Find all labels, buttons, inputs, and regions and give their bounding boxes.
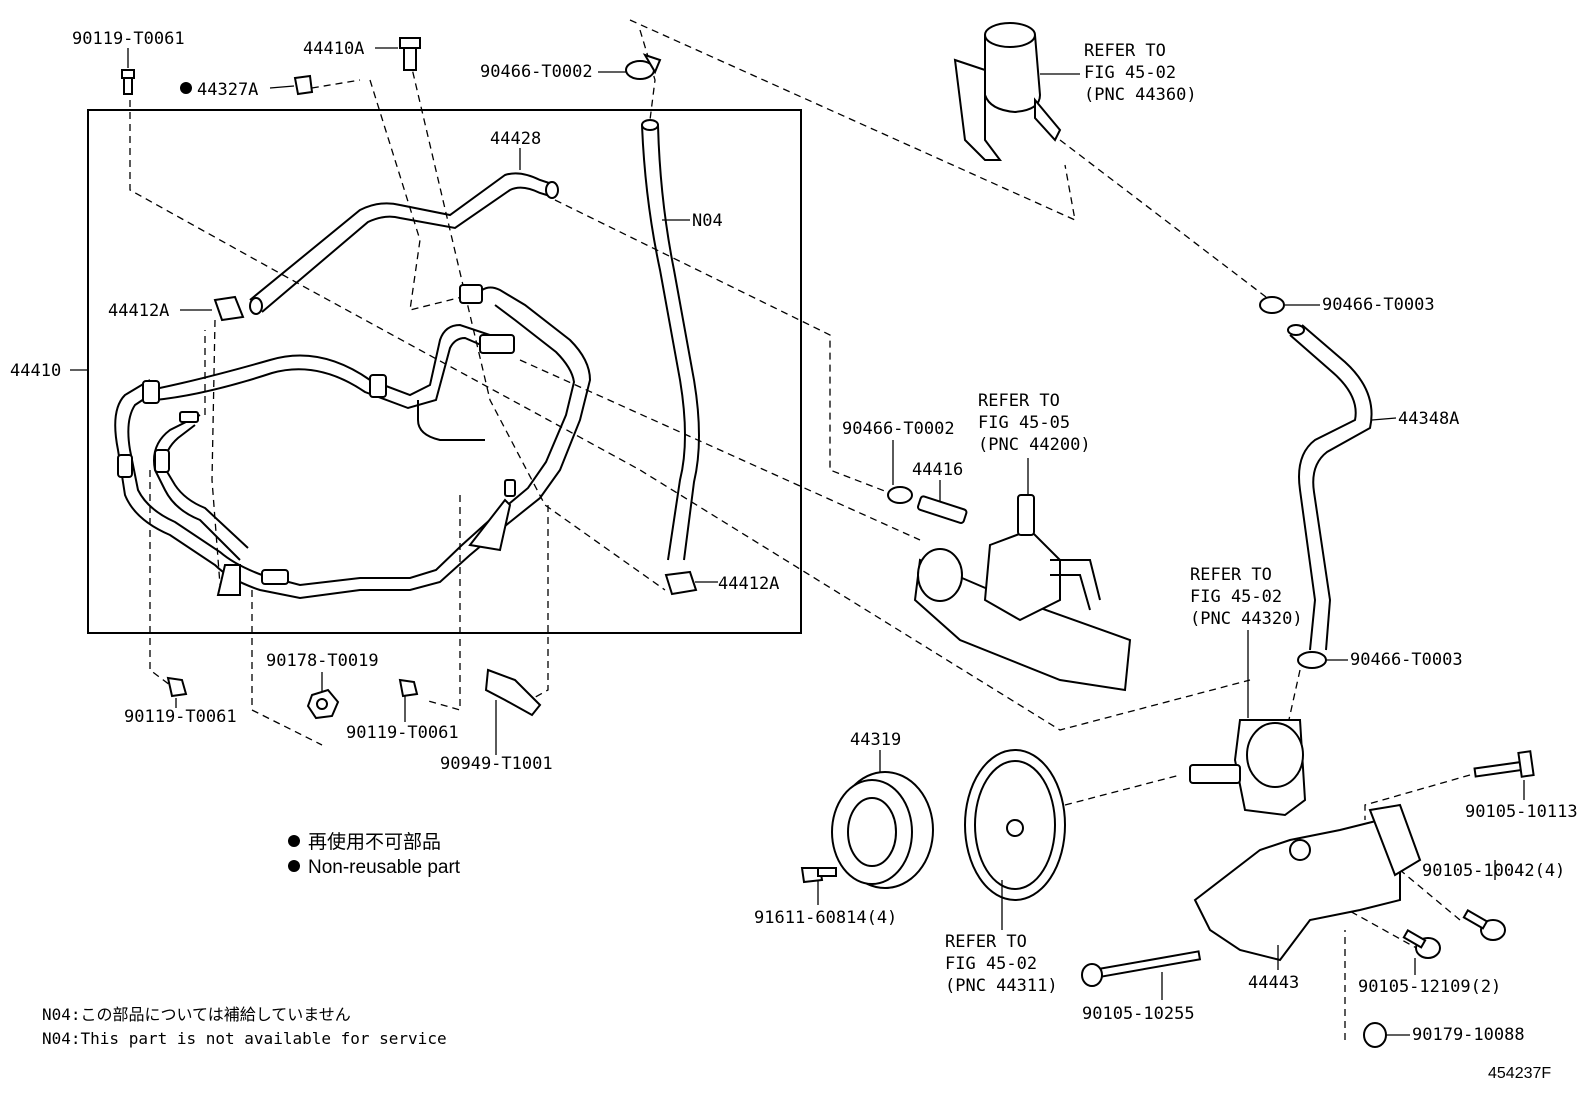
legend-en: Non-reusable part bbox=[308, 857, 461, 878]
label-90178-T0019: 90178-T0019 bbox=[266, 651, 379, 671]
svg-text:REFER TO: REFER TO bbox=[1084, 41, 1166, 61]
svg-text:FIG 45-02: FIG 45-02 bbox=[1084, 63, 1176, 83]
clip-90949-T1001 bbox=[484, 668, 542, 717]
label-90105-10042: 90105-10042(4) bbox=[1422, 861, 1565, 881]
reservoir-illustration bbox=[953, 22, 1062, 161]
label-90179-10088: 90179-10088 bbox=[1412, 1025, 1525, 1045]
bolt-90105-10255 bbox=[1081, 950, 1202, 987]
assembly-box-44410 bbox=[87, 109, 802, 634]
label-90105-10113: 90105-10113 bbox=[1465, 802, 1578, 822]
clip-44327A bbox=[293, 74, 314, 96]
svg-text:(PNC 44360): (PNC 44360) bbox=[1084, 85, 1197, 105]
clamp-90466-T0002-mid bbox=[887, 486, 913, 504]
nonreusable-mark-44327A bbox=[180, 82, 192, 94]
svg-text:FIG 45-05: FIG 45-05 bbox=[978, 413, 1070, 433]
label-90949-T1001: 90949-T1001 bbox=[440, 754, 553, 774]
refer-fig-45-02-pnc-44360: REFER TO FIG 45-02 (PNC 44360) bbox=[1084, 41, 1197, 105]
label-91611-60814: 91611-60814(4) bbox=[754, 908, 897, 928]
note-en: N04:This part is not available for servi… bbox=[42, 1029, 447, 1048]
label-44412A-left: 44412A bbox=[108, 301, 169, 321]
legend-bullet-jp bbox=[288, 835, 300, 847]
svg-text:REFER TO: REFER TO bbox=[945, 932, 1027, 952]
label-44410A: 44410A bbox=[303, 39, 364, 59]
nut-90179-10088 bbox=[1363, 1022, 1387, 1048]
label-44412A-right: 44412A bbox=[718, 574, 779, 594]
svg-text:(PNC 44200): (PNC 44200) bbox=[978, 435, 1091, 455]
pressure-tube-assembly bbox=[114, 172, 592, 600]
leader-lines bbox=[70, 47, 1525, 1036]
refer-fig-45-02-pnc-44311: REFER TO FIG 45-02 (PNC 44311) bbox=[945, 932, 1058, 996]
bolt-90105-12109 bbox=[1402, 929, 1441, 959]
pump-illustration bbox=[1189, 719, 1307, 817]
label-44327A: 44327A bbox=[197, 80, 258, 100]
legend: 再使用不可部品 Non-reusable part bbox=[288, 831, 461, 878]
svg-text:(PNC 44311): (PNC 44311) bbox=[945, 976, 1058, 996]
bolt-44410A bbox=[399, 37, 421, 71]
label-90466-T0002-top: 90466-T0002 bbox=[480, 62, 593, 82]
figure-id: 454237F bbox=[1488, 1065, 1551, 1082]
svg-text:(PNC 44320): (PNC 44320) bbox=[1190, 609, 1303, 629]
bolt-90105-10113 bbox=[1473, 750, 1535, 778]
clamp-90466-T0003-bottom bbox=[1297, 651, 1327, 669]
svg-text:FIG 45-02: FIG 45-02 bbox=[945, 954, 1037, 974]
svg-text:REFER TO: REFER TO bbox=[978, 391, 1060, 411]
label-44319: 44319 bbox=[850, 730, 901, 750]
label-90105-12109: 90105-12109(2) bbox=[1358, 977, 1501, 997]
label-44416: 44416 bbox=[912, 460, 963, 480]
legend-jp: 再使用不可部品 bbox=[308, 831, 441, 853]
svg-text:FIG 45-02: FIG 45-02 bbox=[1190, 587, 1282, 607]
clip-44412A-left bbox=[213, 295, 245, 322]
svg-text:REFER TO: REFER TO bbox=[1190, 565, 1272, 585]
label-44348A: 44348A bbox=[1398, 409, 1459, 429]
bolt-90119-T0061-left bbox=[166, 676, 188, 698]
clamp-90466-T0003-top bbox=[1259, 296, 1285, 314]
label-90105-10255: 90105-10255 bbox=[1082, 1004, 1195, 1024]
label-90466-T0003-bottom: 90466-T0003 bbox=[1350, 650, 1463, 670]
bolt-90119-T0061-mid bbox=[398, 678, 419, 698]
steering-gear-illustration bbox=[913, 494, 1132, 692]
bolt-90105-10042 bbox=[1462, 909, 1506, 941]
label-90119-T0061-top: 90119-T0061 bbox=[72, 29, 185, 49]
bracket-44443 bbox=[1193, 803, 1422, 962]
pulley-44311 bbox=[964, 749, 1066, 901]
label-44428: 44428 bbox=[490, 129, 541, 149]
label-90466-T0002-mid: 90466-T0002 bbox=[842, 419, 955, 439]
note-jp: N04:この部品については補給していません bbox=[42, 1005, 351, 1024]
legend-bullet-en bbox=[288, 860, 300, 872]
dashed-guide-lines bbox=[129, 19, 1471, 1040]
refer-fig-45-02-pnc-44320: REFER TO FIG 45-02 (PNC 44320) bbox=[1190, 565, 1303, 629]
nut-90178-T0019 bbox=[306, 688, 340, 720]
clip-44412A-right bbox=[664, 570, 698, 596]
label-90466-T0003-top: 90466-T0003 bbox=[1322, 295, 1435, 315]
label-90119-T0061-mid: 90119-T0061 bbox=[346, 723, 459, 743]
refer-fig-45-05-pnc-44200: REFER TO FIG 45-05 (PNC 44200) bbox=[978, 391, 1091, 455]
label-N04: N04 bbox=[692, 211, 723, 231]
label-44410: 44410 bbox=[10, 361, 61, 381]
hose-44348A bbox=[1287, 324, 1373, 651]
hose-n04 bbox=[641, 119, 700, 561]
union-44416 bbox=[917, 495, 968, 524]
bolt-91611-60814 bbox=[800, 867, 837, 884]
pulley-44319 bbox=[831, 771, 934, 889]
clamp-90466-T0002-top bbox=[625, 53, 662, 80]
label-90119-T0061-left: 90119-T0061 bbox=[124, 707, 237, 727]
label-44443: 44443 bbox=[1248, 973, 1299, 993]
bolt-90119-T0061-top bbox=[121, 69, 135, 95]
